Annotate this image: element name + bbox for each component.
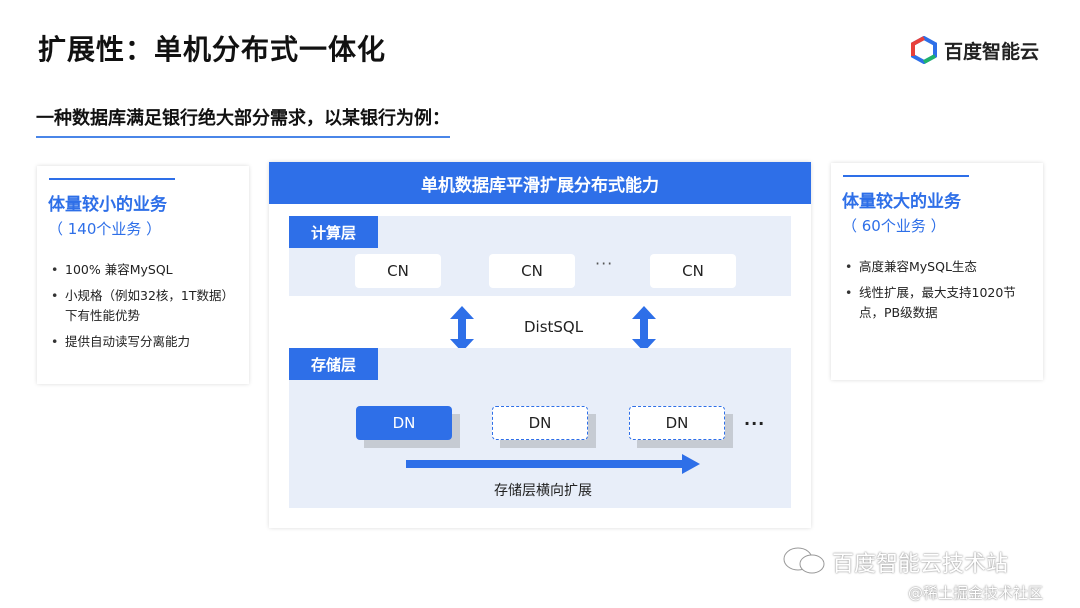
logo-text: 百度智能云 (944, 40, 1040, 63)
card-title: 体量较大的业务 (842, 192, 961, 212)
distsql-label: DistSQL (524, 318, 584, 336)
card-accent-bar (843, 175, 969, 177)
list-item: 小规格（例如32核，1T数据）下有性能优势 (49, 286, 245, 326)
card-title: 体量较小的业务 (48, 195, 167, 215)
list-item: 100% 兼容MySQL (49, 260, 245, 280)
right-arrow-icon (406, 454, 700, 474)
small-business-card: 体量较小的业务 （ 140个业务 ） 100% 兼容MySQL 小规格（例如32… (37, 166, 249, 384)
cn-node: CN (489, 254, 575, 288)
watermark-community: @稀土掘金技术社区 (908, 584, 1044, 602)
page-title: 扩展性：单机分布式一体化 (38, 33, 387, 66)
cn-node: CN (650, 254, 736, 288)
storage-layer-label: 存储层 (289, 348, 379, 380)
dn-node-label: DN (629, 406, 725, 440)
card-bullet-list: 100% 兼容MySQL 小规格（例如32核，1T数据）下有性能优势 提供自动读… (49, 260, 245, 358)
cloud-logo-icon (911, 36, 937, 64)
card-subtitle: （ 140个业务 ） (48, 220, 162, 238)
cn-node: CN (355, 254, 441, 288)
list-item: 高度兼容MySQL生态 (843, 257, 1039, 277)
double-arrow-icon (450, 306, 474, 352)
double-arrow-icon (632, 306, 656, 352)
watermark-channel: 百度智能云技术站 (832, 552, 1009, 577)
card-bullet-list: 高度兼容MySQL生态 线性扩展，最大支持1020节点，PB级数据 (843, 257, 1039, 329)
brand-logo: 百度智能云 (910, 34, 1039, 66)
dn-node: DN (492, 406, 596, 448)
diagram-header: 单机数据库平滑扩展分布式能力 (269, 162, 811, 204)
list-item: 提供自动读写分离能力 (49, 332, 245, 352)
dn-node: DN (629, 406, 733, 448)
dn-node: DN (356, 406, 460, 448)
card-accent-bar (49, 178, 175, 180)
compute-layer-label: 计算层 (289, 216, 379, 248)
wechat-icon (783, 547, 825, 574)
dn-node-label: DN (492, 406, 588, 440)
storage-ellipsis: ··· (744, 414, 766, 433)
card-subtitle: （ 60个业务 ） (842, 217, 946, 235)
dn-node-label: DN (356, 406, 452, 440)
large-business-card: 体量较大的业务 （ 60个业务 ） 高度兼容MySQL生态 线性扩展，最大支持1… (831, 163, 1043, 380)
list-item: 线性扩展，最大支持1020节点，PB级数据 (843, 283, 1039, 323)
section-subtitle: 一种数据库满足银行绝大部分需求，以某银行为例： (36, 104, 450, 138)
compute-ellipsis: ··· (595, 254, 614, 273)
scale-out-label: 存储层横向扩展 (494, 483, 592, 499)
